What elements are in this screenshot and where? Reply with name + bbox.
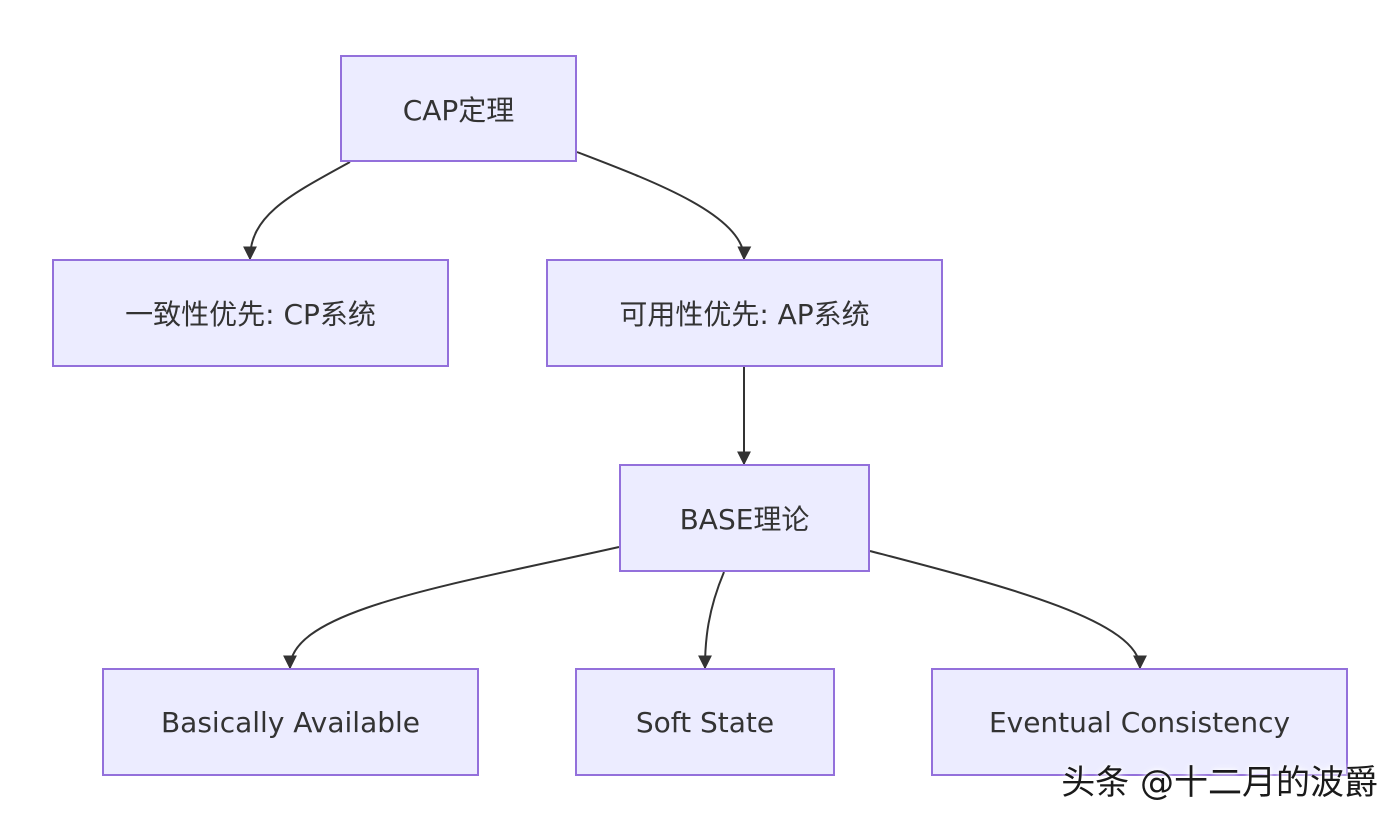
node-eventual-consistency-label: Eventual Consistency xyxy=(988,705,1291,739)
edge-base-to-ss xyxy=(698,571,725,670)
node-base-theory-label: BASE理论 xyxy=(679,503,810,536)
node-cap-theorem-label: CAP定理 xyxy=(402,93,515,127)
node-basically-available: Basically Available xyxy=(102,668,479,776)
watermark: 头条 @十二月的波爵 xyxy=(1061,763,1378,803)
edge-base-to-ba xyxy=(283,546,620,670)
node-soft-state: Soft State xyxy=(575,668,835,776)
edge-base-to-ec xyxy=(869,550,1147,670)
node-cp-system-label: 一致性优先: CP系统 xyxy=(125,298,376,331)
node-basically-available-label: Basically Available xyxy=(160,705,421,739)
node-soft-state-label: Soft State xyxy=(635,705,775,739)
node-eventual-consistency: Eventual Consistency xyxy=(931,668,1348,776)
node-ap-system: 可用性优先: AP系统 xyxy=(546,259,943,367)
node-cp-system: 一致性优先: CP系统 xyxy=(52,259,449,367)
node-base-theory: BASE理论 xyxy=(619,464,870,572)
node-ap-system-label: 可用性优先: AP系统 xyxy=(619,298,870,331)
node-cap-theorem: CAP定理 xyxy=(340,55,577,162)
edge-cap-to-cp xyxy=(243,161,351,261)
edge-cap-to-ap xyxy=(576,151,752,261)
